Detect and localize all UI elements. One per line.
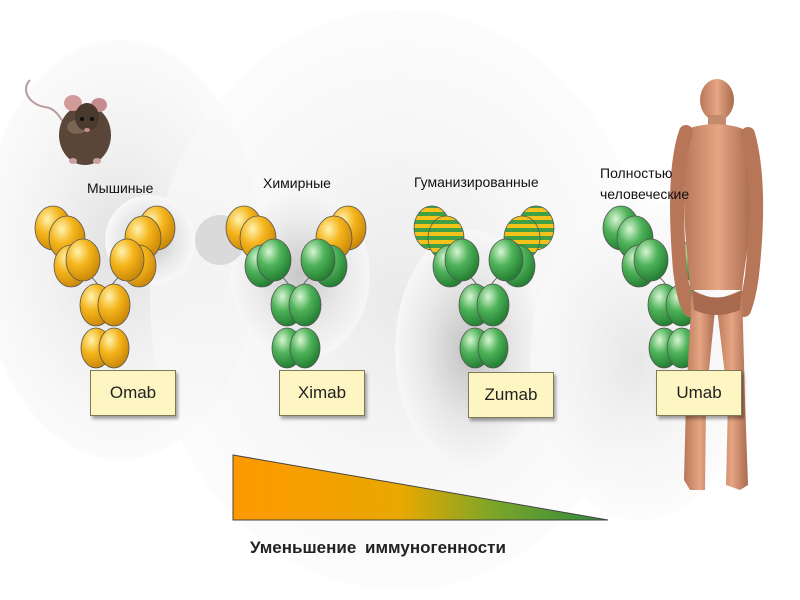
constant-domain [256, 238, 292, 282]
constant-domain [288, 283, 322, 327]
constant-domain [633, 238, 669, 282]
label-chimeric: Химирные [263, 175, 331, 191]
immunogenicity-gradient-wedge [232, 454, 609, 521]
antibody-murine [34, 205, 176, 369]
constant-domain [98, 327, 130, 369]
label-human-line2: человеческие [600, 186, 690, 202]
mouse-icon [25, 79, 111, 165]
name-box-umab: Umab [656, 370, 742, 416]
constant-domain [476, 283, 510, 327]
constant-domain [300, 238, 336, 282]
gradient-caption: Уменьшение иммуногенности [250, 538, 506, 557]
antibody-chimeric [225, 205, 367, 369]
label-humanized: Гуманизированные [414, 174, 539, 190]
label-human-line1: Полностью [600, 165, 673, 181]
label-murine: Мышиные [87, 180, 154, 196]
antibody-humanized [413, 205, 555, 369]
constant-domain [444, 238, 480, 282]
constant-domain [477, 327, 509, 369]
constant-domain [109, 238, 145, 282]
name-box-omab: Omab [90, 370, 176, 416]
constant-domain [97, 283, 131, 327]
constant-domain [65, 238, 101, 282]
name-box-ximab: Ximab [279, 370, 365, 416]
constant-domain [289, 327, 321, 369]
constant-domain [488, 238, 524, 282]
name-box-zumab: Zumab [468, 372, 554, 418]
